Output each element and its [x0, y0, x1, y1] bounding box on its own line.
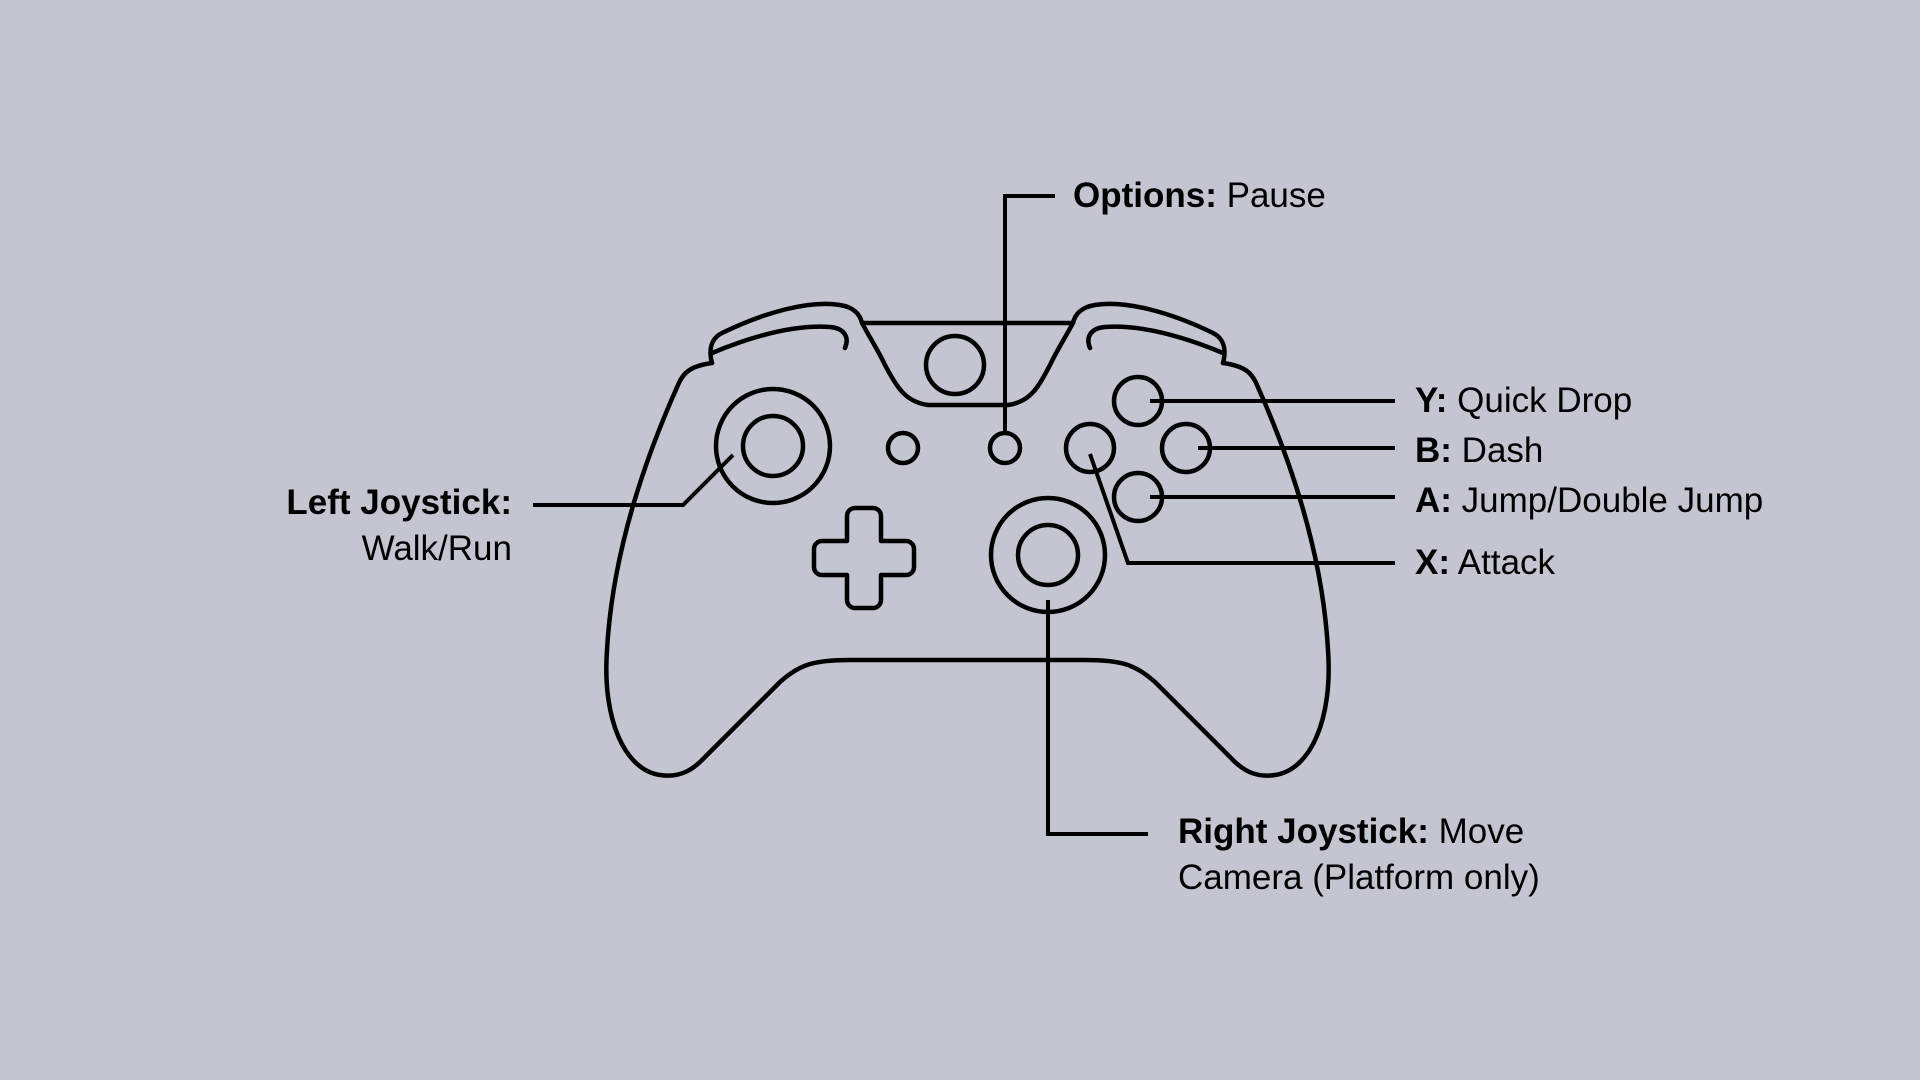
x-key: X: — [1415, 543, 1450, 582]
options-label: Options: Pause — [1073, 173, 1326, 219]
right-joystick-action-line2: Camera (Platform only) — [1178, 858, 1540, 897]
options-leader-line — [1003, 194, 1055, 433]
right-joystick-leader-line — [1046, 600, 1148, 836]
right-joystick-action-line1: Move — [1438, 812, 1525, 851]
y-label: Y: Quick Drop — [1415, 378, 1632, 424]
options-action: Pause — [1226, 176, 1326, 215]
right-joystick-icon — [988, 495, 1108, 615]
dpad-icon — [811, 505, 917, 611]
x-leader-line — [1088, 453, 1395, 565]
right-joystick-label: Right Joystick: Move Camera (Platform on… — [1178, 809, 1540, 901]
left-joystick-action: Walk/Run — [361, 529, 512, 568]
x-button-icon — [1063, 421, 1117, 475]
gamepad-outline-icon — [604, 301, 1331, 778]
a-label: A: Jump/Double Jump — [1415, 478, 1763, 524]
options-key: Options: — [1073, 176, 1217, 215]
a-key: A: — [1415, 481, 1452, 520]
left-joystick-icon — [713, 386, 833, 506]
left-joystick-label: Left Joystick: Walk/Run — [286, 480, 512, 572]
b-label: B: Dash — [1415, 428, 1543, 474]
y-action: Quick Drop — [1457, 381, 1633, 420]
left-joystick-leader-line — [533, 453, 735, 507]
left-joystick-key: Left Joystick: — [286, 483, 512, 522]
y-key: Y: — [1415, 381, 1448, 420]
x-action: Attack — [1457, 543, 1556, 582]
b-action: Dash — [1461, 431, 1544, 470]
a-action: Jump/Double Jump — [1461, 481, 1764, 520]
right-joystick-key: Right Joystick: — [1178, 812, 1429, 851]
x-label: X: Attack — [1415, 540, 1555, 586]
b-key: B: — [1415, 431, 1452, 470]
